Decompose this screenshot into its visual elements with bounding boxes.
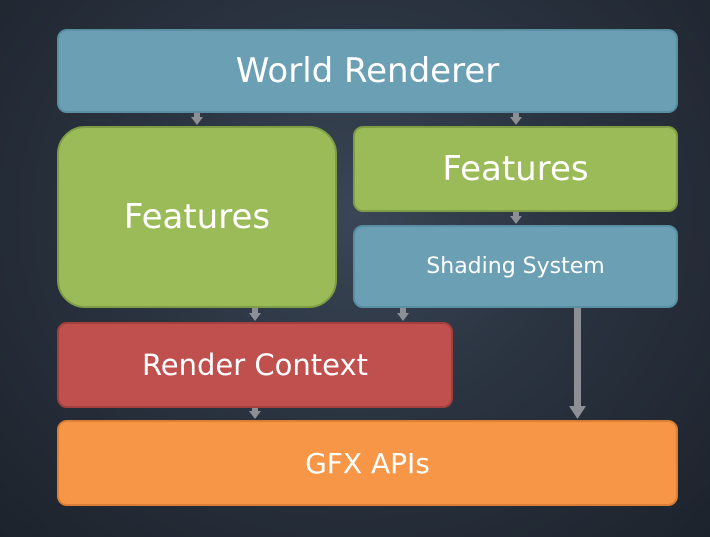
render-context-box: Render Context	[57, 322, 453, 408]
features-left-box: Features	[57, 126, 337, 308]
arrow-render-context-to-gfx	[249, 408, 261, 419]
render-context-label: Render Context	[141, 348, 369, 382]
arrow-world-to-features-right	[510, 113, 522, 125]
arrow-features-to-shading	[510, 212, 522, 224]
shading-system-label: Shading System	[426, 254, 605, 279]
world-renderer-box: World Renderer	[57, 29, 678, 113]
world-renderer-label: World Renderer	[235, 51, 500, 91]
shading-system-box: Shading System	[353, 225, 678, 308]
arrow-shading-to-gfx	[569, 308, 586, 419]
features-right-label: Features	[442, 149, 589, 189]
features-right-box: Features	[353, 126, 678, 212]
gfx-apis-label: GFX APIs	[305, 446, 430, 480]
arrow-shading-to-render-context	[397, 308, 409, 321]
gfx-apis-box: GFX APIs	[57, 420, 678, 506]
arrow-world-to-features-left	[191, 113, 203, 125]
features-left-label: Features	[123, 197, 271, 237]
arrow-features-to-render-context	[249, 308, 261, 321]
